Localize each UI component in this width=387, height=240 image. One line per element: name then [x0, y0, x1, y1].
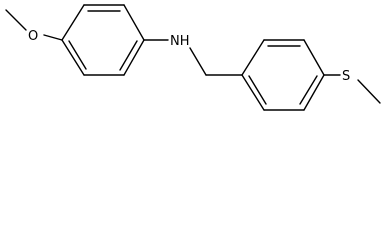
ring1-double-bond [68, 40, 87, 70]
thioanisole-ring [241, 39, 325, 111]
amine-atom-label: NH [170, 34, 190, 49]
bond-methyl-o [5, 9, 27, 31]
ring2-bond [303, 39, 325, 76]
oxygen-atom-label: O [28, 29, 38, 44]
ring1-bond [123, 39, 145, 76]
ring2-bond [303, 74, 325, 111]
ring2-bond [241, 74, 265, 111]
chemical-structure: O NH S [5, 4, 381, 111]
sulfur-atom-label: S [342, 69, 350, 84]
ring2-double-bond [299, 75, 318, 105]
ring1-bond [123, 4, 145, 41]
anisole-ring [61, 4, 145, 76]
bond-o-ring1 [43, 34, 63, 41]
ring1-double-bond [119, 40, 138, 71]
ring1-bond [61, 4, 85, 41]
ring2-bond [241, 39, 265, 76]
bond-s-methyl [357, 79, 381, 104]
ring2-double-bond [248, 75, 267, 105]
ring1-bond [61, 39, 85, 76]
bond-n-ch2 [189, 47, 207, 76]
